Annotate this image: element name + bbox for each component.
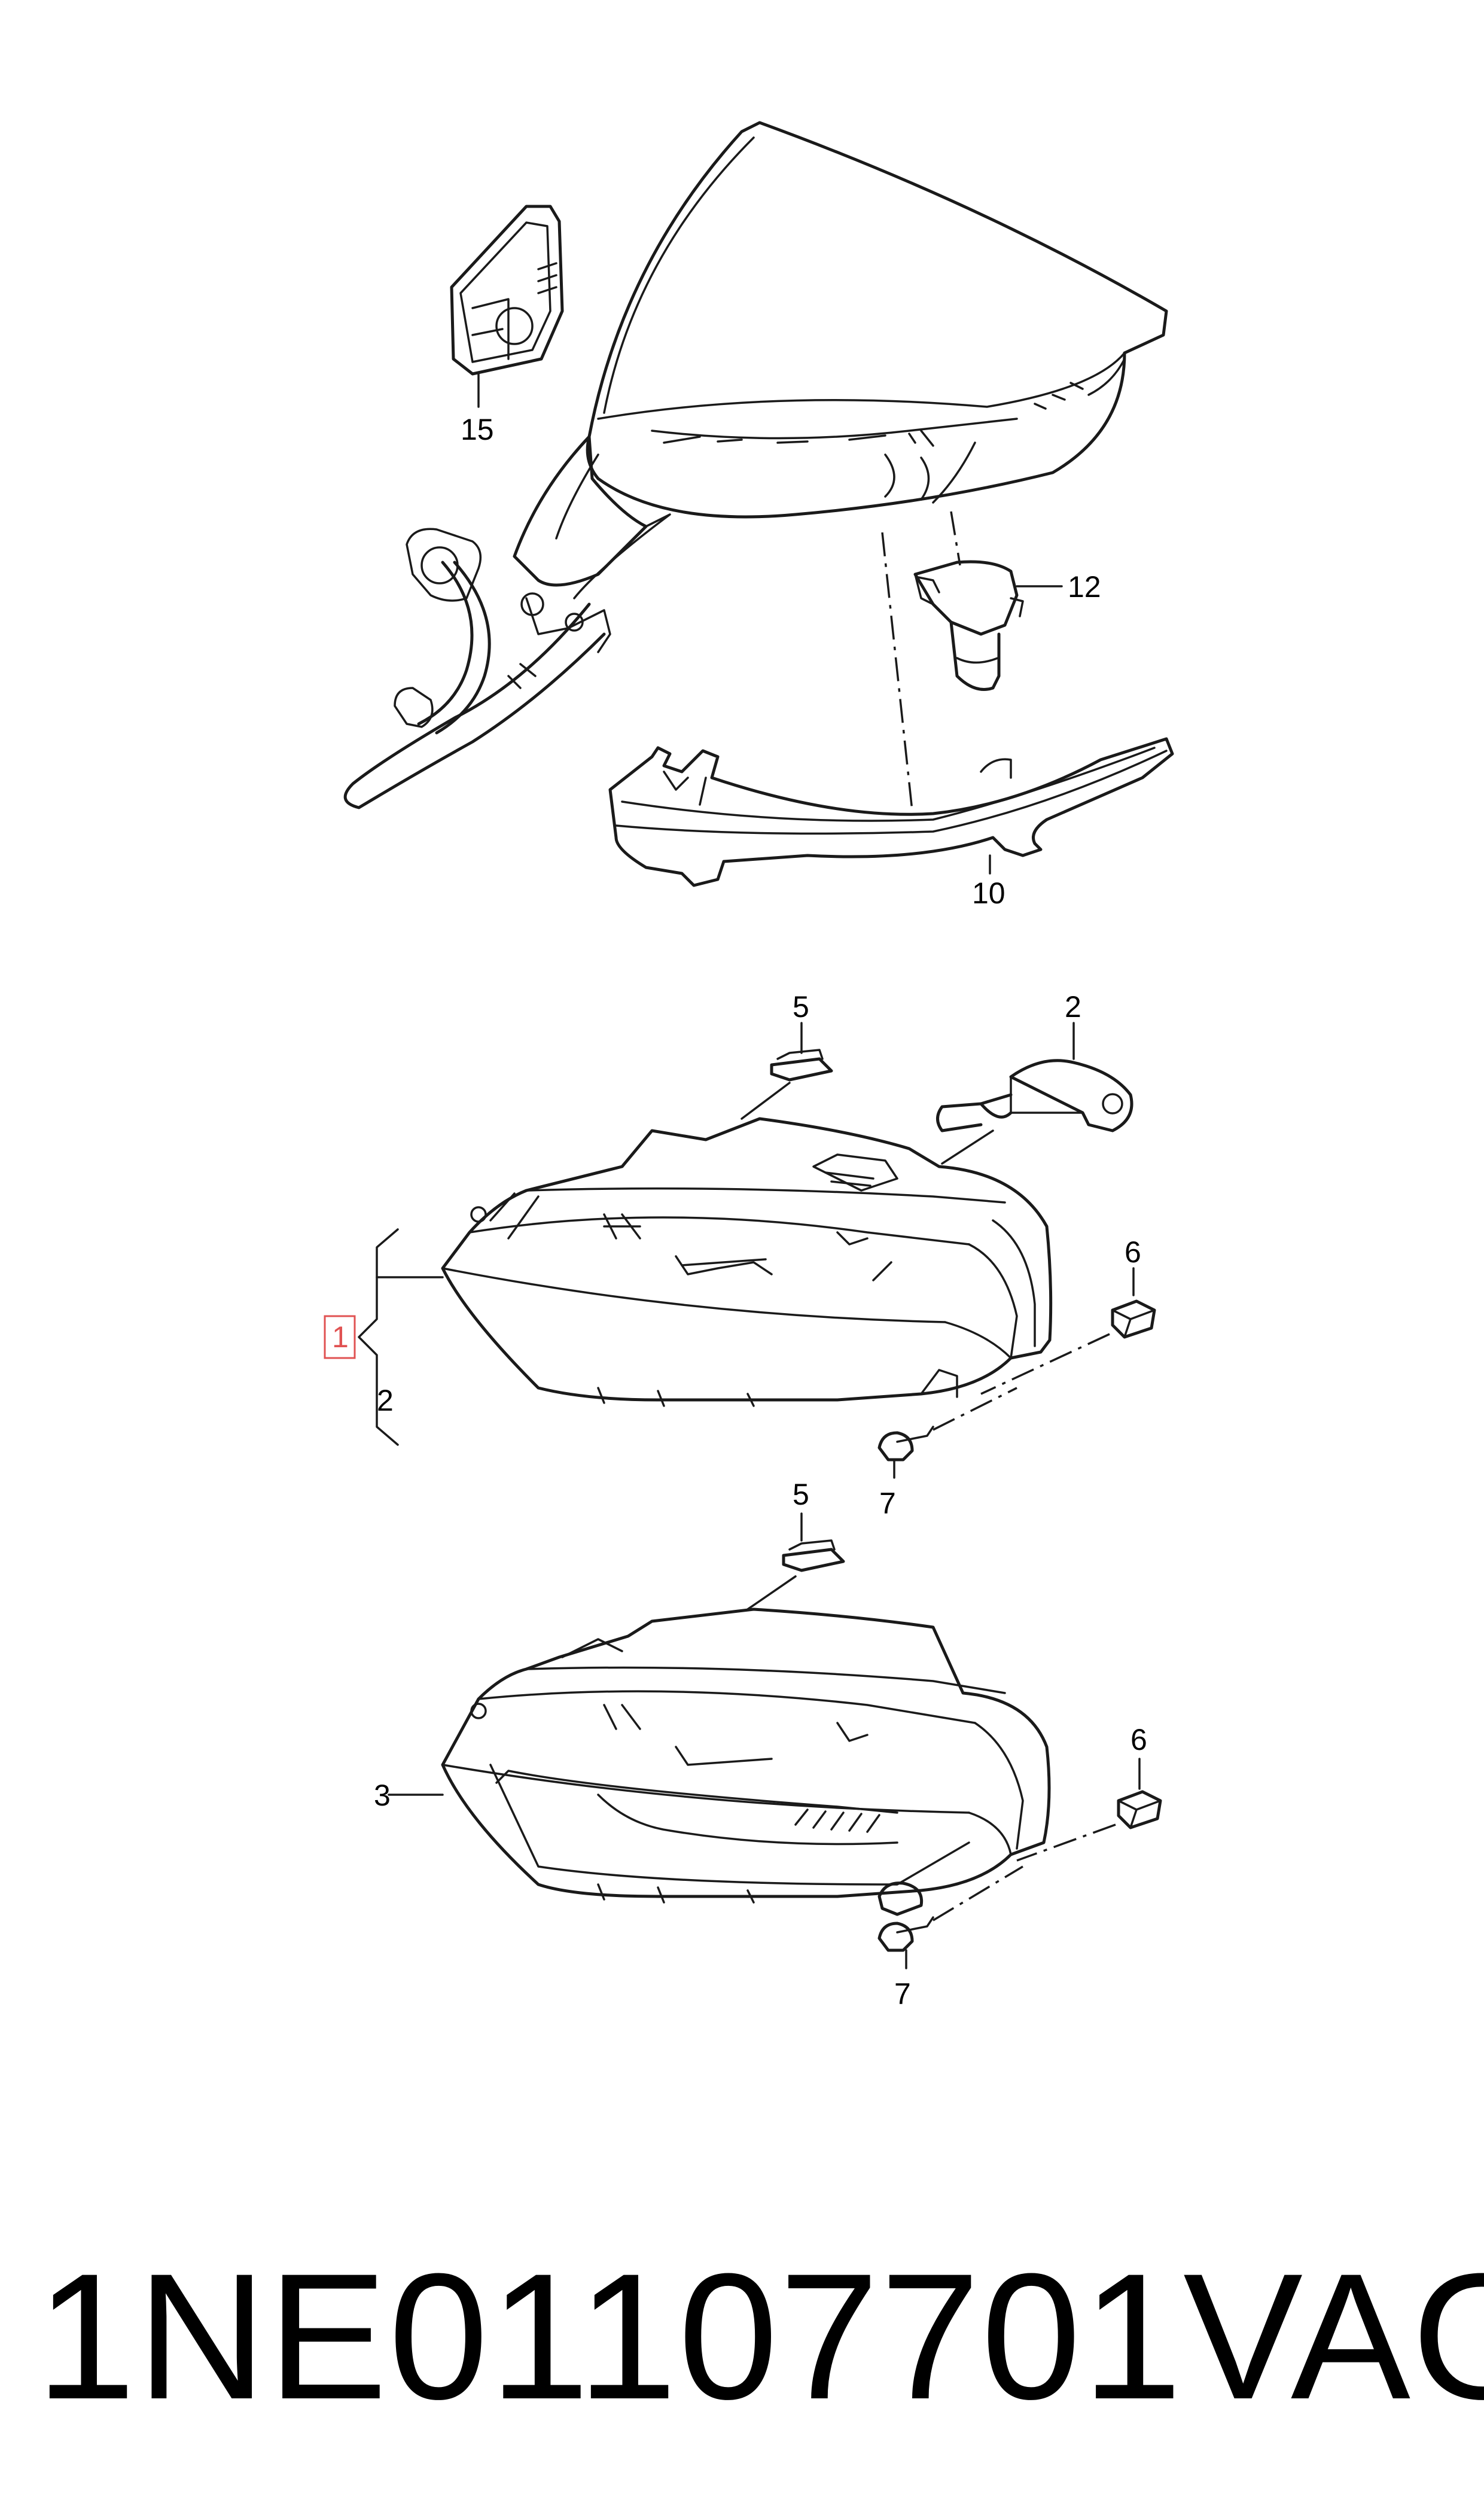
callout-2-group: 2 — [377, 1384, 394, 1417]
part-number: 1NE01107701 — [36, 2236, 1184, 2437]
callout-5-upper: 5 — [793, 990, 809, 1024]
part-10-indicator-strip — [608, 737, 1174, 887]
callout-5-lower: 5 — [793, 1478, 809, 1511]
part-5-clip-upper — [741, 1022, 833, 1120]
callout-2-bulb: 2 — [1065, 990, 1081, 1024]
callout-7-lower: 7 — [894, 1977, 911, 2011]
callout-6-upper: 6 — [1125, 1235, 1141, 1269]
callout-6-lower: 6 — [1130, 1723, 1147, 1756]
part-6-nut-upper — [980, 1267, 1156, 1395]
part-1-lamp-assembly — [441, 1117, 1053, 1407]
part-3-lamp-assembly — [388, 1607, 1051, 1916]
callout-3: 3 — [374, 1779, 391, 1812]
callout-12: 12 — [1068, 570, 1101, 604]
group-bracket-1-2 — [358, 1228, 444, 1446]
callout-15: 15 — [461, 413, 494, 446]
part-7-screw-lower — [877, 1865, 1023, 1969]
part-6-nut-lower — [1016, 1758, 1162, 1862]
callout-7-upper: 7 — [879, 1487, 896, 1520]
callout-10: 10 — [972, 876, 1005, 910]
mirror-housing — [513, 121, 1168, 653]
part-12-bulb-holder — [913, 560, 1063, 691]
assembly-line-mirror — [881, 532, 913, 811]
part-2-bulb — [936, 1022, 1133, 1165]
callout-1-highlight — [324, 1315, 356, 1359]
part-7-screw-upper — [877, 1387, 1017, 1479]
wiring-harness — [343, 528, 606, 809]
part-15-bracket — [450, 205, 564, 408]
callout-1: 1 — [332, 1320, 349, 1354]
part-5-clip-lower — [746, 1512, 845, 1610]
footer: 1NE01107701 VAG — [36, 2236, 1484, 2437]
brand-name: VAG — [1183, 2236, 1484, 2437]
assembly-line-12 — [950, 511, 961, 566]
